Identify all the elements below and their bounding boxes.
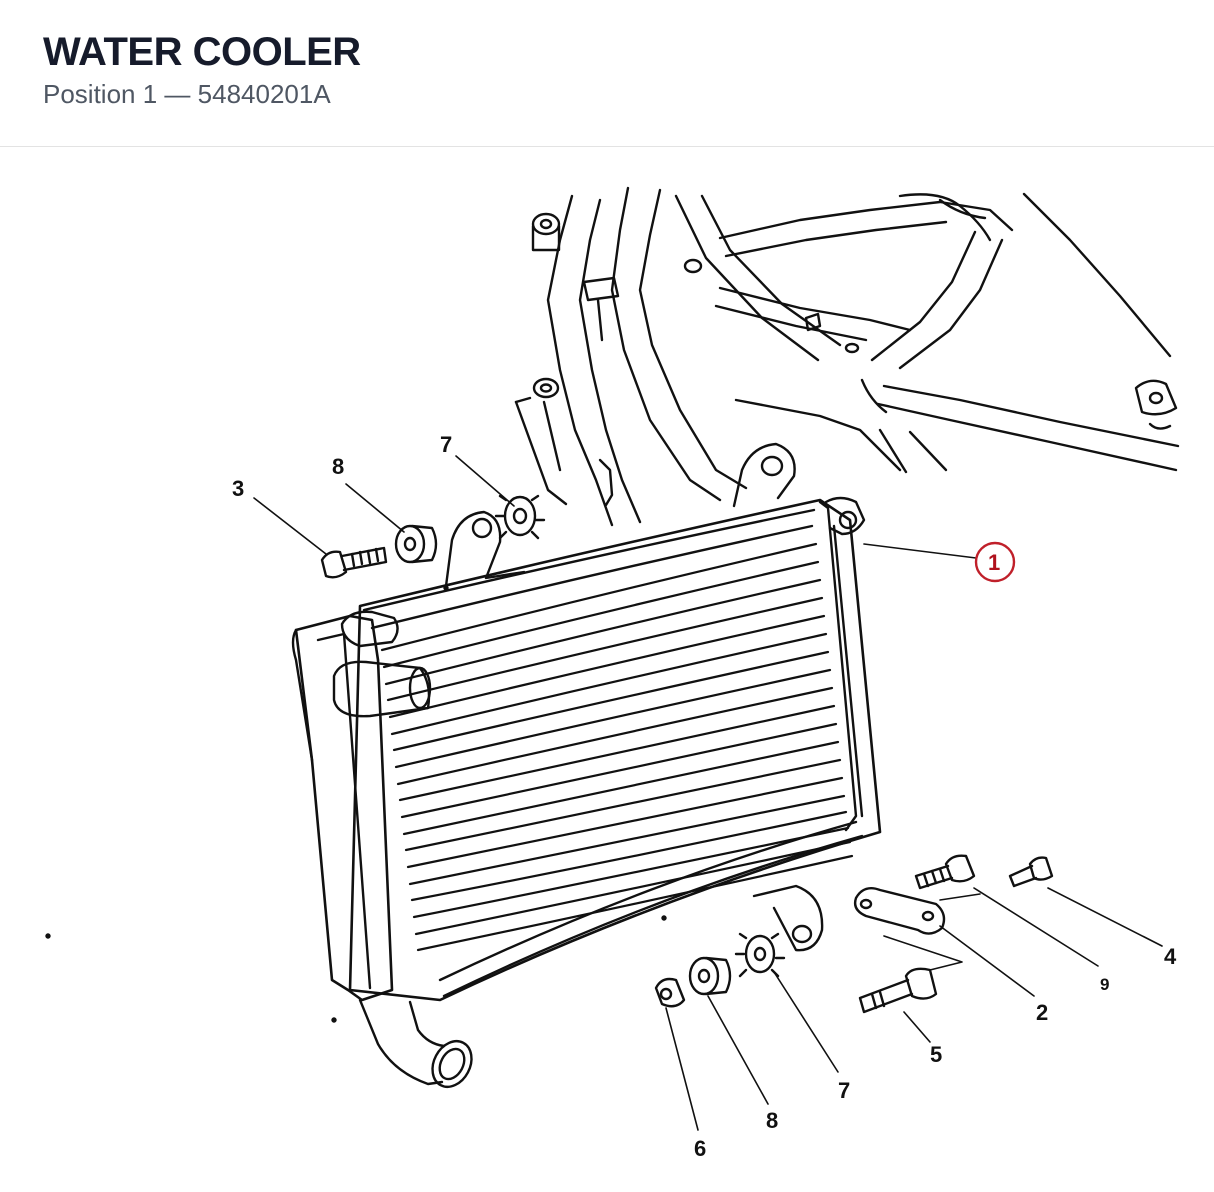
callout-labels: 3 8 7 4 9 2 5 7 8 6 [232,432,1177,1161]
callout-1-highlighted[interactable]: 1 [974,541,1016,583]
page-subtitle: Position 1 — 54840201A [43,79,331,110]
radiator-body [45,442,882,1089]
callout-4[interactable]: 4 [1164,944,1177,969]
callout-7-lower[interactable]: 7 [838,1078,850,1103]
bracket-part-2 [853,887,946,935]
callout-8-upper[interactable]: 8 [332,454,344,479]
subtitle-separator: — [164,79,191,109]
motorcycle-frame [514,186,1180,527]
page-title: WATER COOLER [43,30,361,74]
callout-6[interactable]: 6 [694,1136,706,1161]
stud-part-5 [858,967,938,1014]
callout-2[interactable]: 2 [1036,1000,1048,1025]
exploded-parts-diagram: 3 8 7 4 9 2 5 7 8 6 1 [0,148,1214,1192]
part-number: 54840201A [197,79,331,109]
callout-5[interactable]: 5 [930,1042,942,1067]
callout-8-lower[interactable]: 8 [766,1108,778,1133]
bolt-part-4 [1008,856,1054,888]
callout-3[interactable]: 3 [232,476,244,501]
bolt-part-3 [320,546,388,579]
nut-part-7-upper [494,494,546,540]
bolt-part-9 [914,854,976,890]
leader-lines [253,455,1163,1131]
washer-part-8-lower [688,956,732,996]
callout-1[interactable]: 1 [988,550,1000,575]
callout-9[interactable]: 9 [1100,975,1109,994]
nut-part-6 [654,977,686,1008]
callout-7-upper[interactable]: 7 [440,432,452,457]
nut-part-7-lower [734,932,786,978]
position-label: Position 1 [43,79,158,109]
washer-part-8-upper [394,524,438,564]
page-header: WATER COOLER Position 1 — 54840201A [0,0,1214,147]
